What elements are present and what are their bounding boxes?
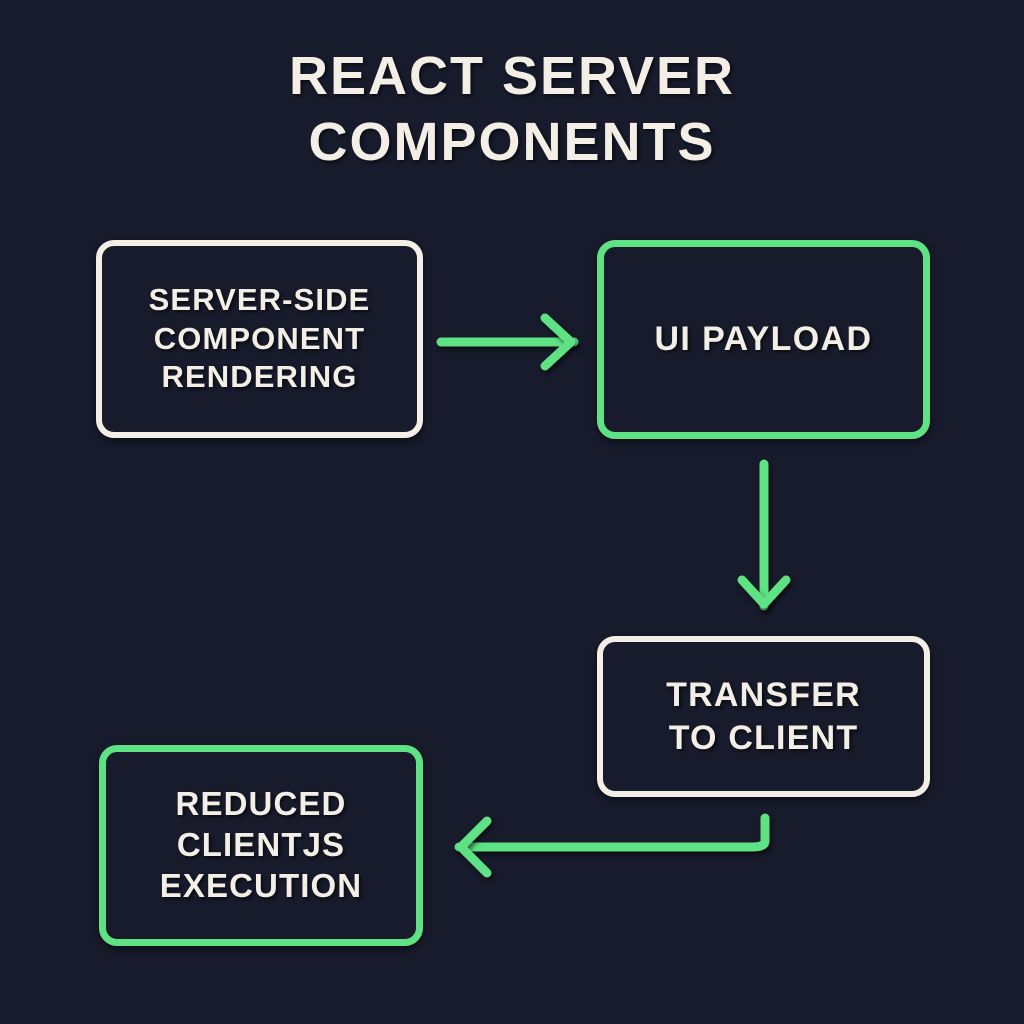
- arrow-down-to-transfer: [737, 459, 791, 611]
- page-title: REACT SERVER COMPONENTS: [288, 46, 736, 172]
- node-ui-payload[interactable]: UI PAYLOAD: [597, 240, 930, 439]
- node-label: UI PAYLOAD: [654, 320, 873, 359]
- arrow-right-to-ui-payload: [436, 313, 579, 371]
- node-server-side-component-rendering[interactable]: SERVER-SIDE COMPONENT RENDERING: [96, 240, 423, 438]
- node-transfer-to-client[interactable]: TRANSFER TO CLIENT: [597, 636, 930, 797]
- node-label: TRANSFER TO CLIENT: [666, 676, 861, 757]
- node-label: SERVER-SIDE COMPONENT RENDERING: [148, 282, 371, 395]
- node-label: REDUCED CLIENTJS EXECUTION: [159, 785, 363, 904]
- node-reduced-clientjs-execution[interactable]: REDUCED CLIENTJS EXECUTION: [99, 745, 423, 946]
- arrow-left-to-reduced-js: [454, 813, 770, 878]
